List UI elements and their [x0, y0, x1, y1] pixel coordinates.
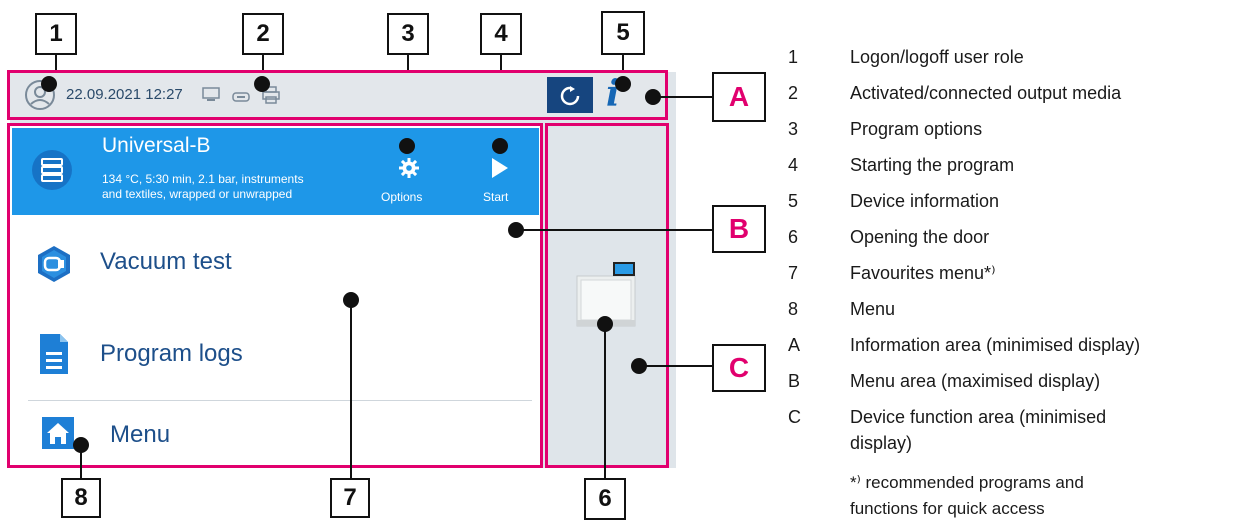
- legend-key: 4: [788, 155, 799, 175]
- menu-label: Menu: [110, 421, 171, 448]
- vacuum-test-label: Vacuum test: [100, 248, 232, 275]
- connector-6: [604, 324, 606, 478]
- pointer-dot-4: [492, 138, 508, 154]
- start-button[interactable]: Start: [474, 150, 524, 208]
- callout-b: B: [712, 205, 766, 253]
- menu-button[interactable]: Menu: [20, 410, 320, 460]
- connector-b: [516, 229, 713, 231]
- legend-key: 5: [788, 191, 799, 211]
- legend-text: Device information: [850, 191, 1000, 211]
- region-b-border: [7, 123, 543, 468]
- legend-key: 8: [788, 299, 799, 319]
- usb-stick-icon: [232, 90, 252, 108]
- callout-3: 3: [387, 13, 429, 55]
- home-icon: [42, 417, 74, 449]
- start-label: Start: [483, 190, 509, 204]
- callout-5: 5: [601, 11, 645, 55]
- connector-8: [80, 445, 82, 479]
- legend-key: 2: [788, 83, 799, 103]
- connector-2: [262, 55, 264, 83]
- legend-footnote: functions for quick access: [850, 499, 1045, 518]
- callout-7: 7: [330, 478, 370, 518]
- region-a-border: [7, 70, 668, 120]
- region-c-border: [545, 123, 669, 468]
- callout-c: C: [712, 344, 766, 392]
- options-button[interactable]: Options: [378, 150, 438, 208]
- document-icon: [40, 334, 68, 374]
- door-button[interactable]: [547, 77, 593, 113]
- connector-1: [55, 55, 57, 83]
- legend-text: Menu area (maximised display): [850, 371, 1101, 391]
- door-open-icon: [560, 86, 580, 106]
- program-logs-label: Program logs: [100, 340, 243, 367]
- legend-key: C: [788, 407, 801, 427]
- callout-4: 4: [480, 13, 522, 55]
- monitor-icon: [202, 87, 220, 108]
- legend-text: Favourites menu*⁾: [850, 263, 996, 283]
- callout-6: 6: [584, 478, 626, 520]
- legend-text: Logon/logoff user role: [850, 47, 1024, 67]
- connector-7: [350, 300, 352, 478]
- legend-text: Activated/connected output media: [850, 83, 1122, 103]
- legend-key: B: [788, 371, 801, 391]
- legend-key: A: [788, 335, 801, 355]
- connector-5: [622, 55, 624, 79]
- program-title: Universal-B: [102, 134, 211, 157]
- menu-item-vacuum-test[interactable]: Vacuum test: [20, 236, 520, 292]
- legend-text: Opening the door: [850, 227, 990, 247]
- menu-separator: [28, 400, 532, 401]
- legend-key: 7: [788, 263, 799, 283]
- legend-key: 6: [788, 227, 799, 247]
- program-description: 134 °C, 5:30 min, 2.1 bar, instruments a…: [102, 172, 362, 202]
- options-label: Options: [381, 190, 423, 204]
- legend-key: 1: [788, 47, 799, 67]
- printer-icon: [262, 86, 280, 109]
- play-icon: [492, 158, 508, 178]
- gear-icon: [399, 158, 419, 178]
- pointer-dot-5: [615, 76, 631, 92]
- callout-8: 8: [61, 478, 101, 518]
- program-description-line-1: 134 °C, 5:30 min, 2.1 bar, instruments: [102, 172, 304, 186]
- pointer-dot-3: [399, 138, 415, 154]
- legend-text: Device function area (minimised: [850, 407, 1107, 427]
- program-description-line-2: and textiles, wrapped or unwrapped: [102, 187, 293, 201]
- callout-1: 1: [35, 13, 77, 55]
- vacuum-test-icon: [38, 246, 70, 282]
- legend-text: Information area (minimised display): [850, 335, 1141, 355]
- legend-footnote: *⁾ recommended programs and: [850, 473, 1084, 492]
- program-bar[interactable]: [12, 128, 539, 215]
- user-role-icon[interactable]: [23, 78, 57, 112]
- legend-text: Program options: [850, 119, 983, 139]
- pointer-dot-1: [41, 76, 57, 92]
- callout-2: 2: [242, 13, 284, 55]
- legend-text: display): [850, 433, 913, 453]
- menu-item-program-logs[interactable]: Program logs: [20, 326, 520, 382]
- program-icon: [30, 148, 74, 192]
- pointer-dot-2: [254, 76, 270, 92]
- connector-a: [653, 96, 713, 98]
- legend-key: 3: [788, 119, 799, 139]
- topbar-datetime: 22.09.2021 12:27: [66, 86, 183, 103]
- connector-c: [639, 365, 713, 367]
- legend-text: Starting the program: [850, 155, 1015, 175]
- legend-text: Menu: [850, 299, 896, 319]
- callout-a: A: [712, 72, 766, 122]
